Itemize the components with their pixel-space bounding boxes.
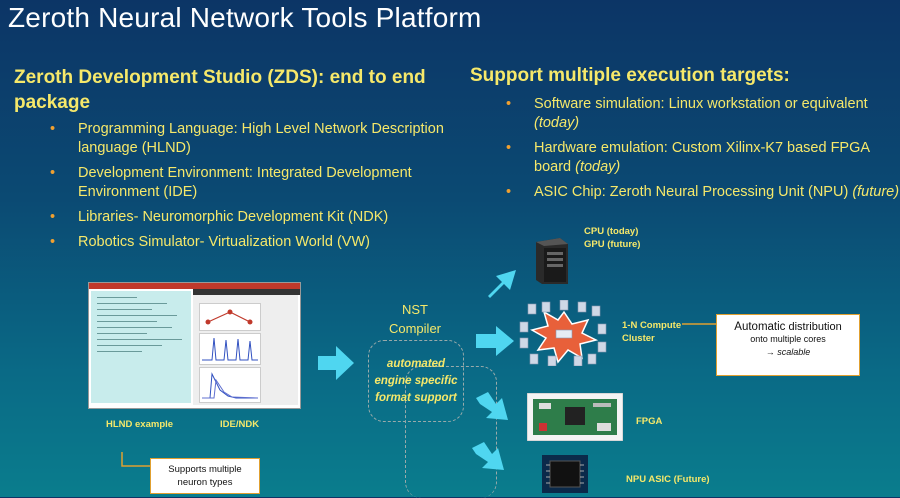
bullet-dot-icon: •: [50, 121, 56, 137]
cluster-label-line1: 1-N Compute: [622, 320, 682, 331]
ide-panel: [193, 295, 298, 405]
left-bullet-item: •Development Environment: Integrated Dev…: [50, 165, 412, 200]
right-bullet-list: •Software simulation: Linux workstation …: [506, 95, 900, 208]
compiler-dashed-outline: [368, 340, 464, 422]
left-bullet-list: •Programming Language: High Level Networ…: [50, 120, 450, 258]
arrow-down-right-icon: [476, 392, 508, 420]
supports-neuron-types-box: Supports multiple neuron types: [150, 458, 260, 494]
right-heading: Support multiple execution targets:: [470, 65, 790, 86]
window-titlebar-dark: [193, 289, 300, 295]
server-tower-icon: [536, 238, 568, 284]
spike-plot: [199, 333, 261, 365]
fpga-label: FPGA: [636, 416, 663, 427]
fpga-board-icon: [527, 393, 623, 441]
caption-ide-ndk: IDE/NDK: [220, 419, 260, 430]
arrow-right-icon: [318, 346, 354, 380]
bullet-dot-icon: •: [506, 140, 512, 156]
network-graph-plot: [199, 303, 261, 331]
automatic-distribution-box: Automatic distribution onto multiple cor…: [716, 314, 860, 376]
decay-chart-icon: [202, 372, 259, 399]
gpu-label: GPU (future): [584, 239, 641, 250]
slide-title: Zeroth Neural Network Tools Platform: [8, 2, 482, 33]
compute-cluster-icon: [519, 300, 607, 366]
left-bullet-item: •Robotics Simulator- Virtualization Worl…: [50, 234, 370, 250]
automated-format-label: automated engine specific format support: [374, 358, 458, 404]
bullet-dot-icon: •: [50, 209, 56, 225]
npu-label: NPU ASIC (Future): [626, 474, 710, 485]
arrow-down-right-icon: [472, 442, 504, 470]
arrow-up-right-icon: [488, 270, 516, 298]
right-bullet-item: •Hardware emulation: Custom Xilinx-K7 ba…: [506, 140, 870, 175]
arrow-right-icon: [476, 326, 514, 356]
connector-line-icon: [682, 323, 716, 325]
right-bullet-item: •Software simulation: Linux workstation …: [506, 96, 868, 131]
hlnd-code-panel: [91, 291, 191, 403]
bullet-dot-icon: •: [506, 96, 512, 112]
nst-compiler-label: NST Compiler: [388, 302, 441, 336]
caption-hlnd-example: HLND example: [106, 419, 174, 430]
cpu-label: CPU (today): [584, 226, 639, 237]
npu-chip-icon: [542, 455, 588, 493]
bullet-dot-icon: •: [50, 165, 56, 181]
window-titlebar: [89, 283, 300, 289]
bracket-connector-icon: [121, 452, 150, 467]
bullet-dot-icon: •: [506, 184, 512, 200]
left-bullet-item: •Programming Language: High Level Networ…: [50, 121, 444, 156]
compiler-dashed-outline-lower: [405, 366, 497, 498]
right-bullet-item: •ASIC Chip: Zeroth Neural Processing Uni…: [506, 184, 900, 200]
left-heading: Zeroth Development Studio (ZDS): end to …: [14, 67, 426, 113]
network-graph-icon: [205, 309, 253, 325]
bullet-dot-icon: •: [50, 234, 56, 250]
decay-plot: [199, 367, 261, 403]
left-bullet-item: •Libraries- Neuromorphic Development Kit…: [50, 209, 389, 225]
spike-chart-icon: [202, 337, 258, 361]
cluster-label-line2: Cluster: [622, 333, 655, 344]
ide-screenshot-image: [88, 282, 301, 409]
